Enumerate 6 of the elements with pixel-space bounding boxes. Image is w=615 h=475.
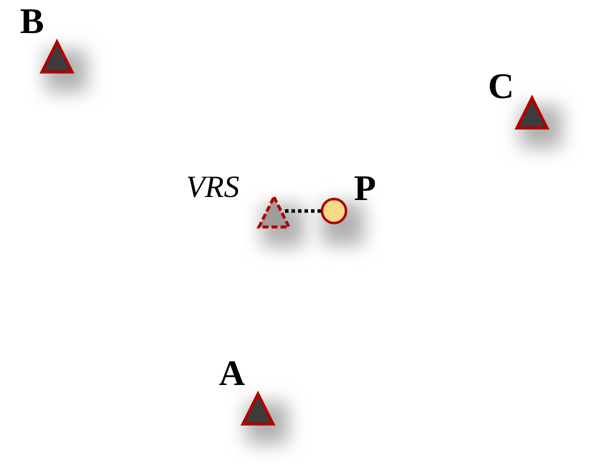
- dotted-connector: [285, 209, 321, 213]
- point-label: C: [488, 68, 514, 104]
- point-label: P: [354, 170, 376, 206]
- point-label: B: [20, 3, 44, 39]
- station-label: VRS: [186, 171, 240, 202]
- point-label: A: [219, 355, 245, 391]
